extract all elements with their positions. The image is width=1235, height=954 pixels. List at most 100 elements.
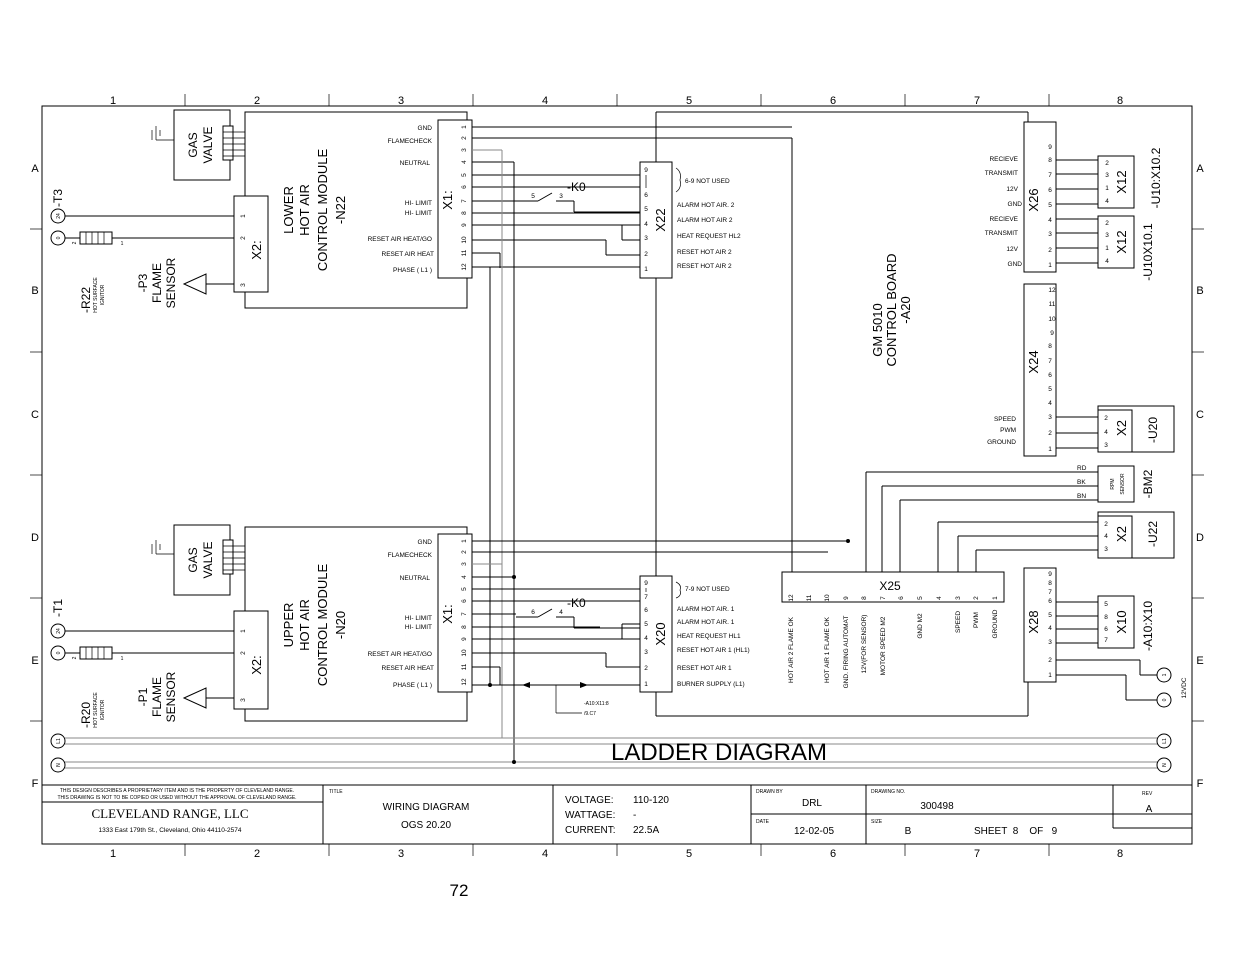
rails-l1-label: L1 bbox=[1162, 738, 1168, 744]
current-label: CURRENT: bbox=[565, 825, 616, 836]
lower-module-module-label-2-label: CONTROL MODULE bbox=[315, 149, 330, 272]
size-label: SIZE bbox=[871, 819, 883, 825]
lower-module-x1-pins-6-label: 7 bbox=[461, 199, 468, 203]
lower-module-igniter-tag-label: -R22 bbox=[79, 287, 93, 313]
u22-pins-0-label: 2 bbox=[1104, 521, 1108, 528]
x24-pins-8-label: 4 bbox=[1048, 400, 1052, 407]
column-labels-bottom: 1 2 3 4 5 6 7 8 bbox=[110, 848, 1123, 860]
x22-pins-4-label: 3 bbox=[644, 235, 648, 242]
lower-module-x1-pins-8-label: 9 bbox=[461, 223, 468, 227]
upper-module-signals-2-label: NEUTRAL bbox=[400, 575, 431, 582]
x28-pins-7-label: 2 bbox=[1048, 657, 1052, 664]
x24-signals-0-label: SPEED bbox=[994, 416, 1016, 423]
upper-hot-air-module: UPPER HOT AIR CONTROL MODULE -N20 X2: 1 … bbox=[233, 526, 473, 722]
x20-pins-5-label: 3 bbox=[644, 649, 648, 656]
upper-module-relay-tag-label: -K0 bbox=[567, 596, 586, 610]
x12-a-label-label: X12 bbox=[1114, 170, 1129, 193]
x22-pins-5-label: 2 bbox=[644, 251, 648, 258]
lower-module-transformer-pin-label: 24 bbox=[56, 213, 62, 219]
x10-supply-pins-0-label: 1 bbox=[1162, 673, 1168, 676]
col-label: 2 bbox=[254, 848, 260, 860]
bm2-wires-0-label: RD bbox=[1077, 465, 1087, 472]
upper-module-signals-3-label: HI- LIMIT bbox=[405, 615, 432, 622]
lower-module-transformer-label: -T3 bbox=[51, 189, 65, 207]
lower-module-signals-6-label: RESET AIR HEAT bbox=[382, 251, 435, 258]
bm2-sensor: RPM SENSOR -BM2 RD BK BN bbox=[865, 465, 1155, 572]
row-labels-right: A B C D E F bbox=[1196, 163, 1204, 790]
x20-pins-2-label: 6 bbox=[644, 607, 648, 614]
ground-symbol bbox=[151, 126, 174, 141]
sheet-info: SHEET 8 OF 9 bbox=[974, 826, 1058, 837]
upper-module-signals-4-label: HI- LIMIT bbox=[405, 624, 432, 631]
x24-pins-9-label: 3 bbox=[1048, 414, 1052, 421]
voltage-label: VOLTAGE: bbox=[565, 795, 614, 806]
x24-pins-4-label: 8 bbox=[1048, 343, 1052, 350]
row-labels-left: A B C D E F bbox=[31, 163, 39, 790]
upper-module-relay-pins-0-label: 6 bbox=[531, 609, 535, 616]
u20-pins-1-label: 4 bbox=[1104, 429, 1108, 436]
lower-module-relay-pins-1-label: 3 bbox=[559, 193, 563, 200]
drawing-no-label: DRAWING NO. bbox=[871, 789, 905, 795]
row-label: B bbox=[31, 285, 38, 297]
x22-not-used-label: 6-9 NOT USED bbox=[685, 178, 730, 185]
x12-b-pins-2-label: 1 bbox=[1105, 245, 1109, 252]
x24-pins-10-label: 2 bbox=[1048, 430, 1052, 437]
upper-module-ign-pins-1-label: 1 bbox=[121, 656, 124, 662]
x10-label-label: X10 bbox=[1114, 610, 1129, 633]
row-label: A bbox=[31, 163, 39, 175]
bm2-label-0-label: RPM bbox=[1110, 478, 1116, 489]
lower-module-x2-pins-0-label: 1 bbox=[240, 214, 247, 218]
x25-pins-0-label: 12 bbox=[788, 594, 795, 602]
col-label: 7 bbox=[974, 848, 980, 860]
lower-module-signals-4-label: HI- LIMIT bbox=[405, 210, 432, 217]
x24-label-label: X24 bbox=[1026, 350, 1041, 373]
x24-pins-7-label: 5 bbox=[1048, 386, 1052, 393]
lower-module-signals-0-label: GND bbox=[418, 125, 433, 132]
rails-l1-label: L1 bbox=[56, 738, 62, 744]
x25-signals-5-label: GND M2 bbox=[917, 613, 924, 639]
x22-label-label: X22 bbox=[653, 208, 668, 231]
upper-module-flame-tag-label: -P1 bbox=[136, 687, 150, 706]
x25-pins-8-label: 4 bbox=[936, 596, 943, 600]
x12-a-pins-1-label: 3 bbox=[1105, 172, 1109, 179]
x25-signals-8-label: GROUND bbox=[992, 609, 999, 638]
lower-module-x2-pins-2-label: 3 bbox=[240, 283, 247, 287]
ground-symbol bbox=[151, 540, 174, 555]
gray-wiring bbox=[472, 149, 503, 738]
upper-module-x1-pins-3-label: 4 bbox=[461, 575, 468, 579]
x22-signals-4-label: RESET HOT AIR 2 bbox=[677, 263, 732, 270]
lower-module-x1-pins-2-label: 3 bbox=[461, 148, 468, 152]
x22-pins-0-label: 9 bbox=[644, 167, 648, 174]
drawing-no-value: 300498 bbox=[920, 801, 954, 812]
upper-module-x1-pins-8-label: 9 bbox=[461, 637, 468, 641]
upper-module-x1-pins-4-label: 5 bbox=[461, 587, 468, 591]
x20-signals-1-label: ALARM HOT AIR. 1 bbox=[677, 619, 735, 626]
col-label: 7 bbox=[974, 95, 980, 107]
col-label: 8 bbox=[1117, 95, 1123, 107]
x1-label: X1: bbox=[440, 604, 455, 624]
x24-signals-2-label: GROUND bbox=[987, 439, 1016, 446]
upper-module-x2-pins-0-label: 1 bbox=[240, 629, 247, 633]
row-label: C bbox=[1196, 409, 1204, 421]
x26-signals-2-label: 12V bbox=[1006, 186, 1018, 193]
upper-gas-valve: GAS VALVE bbox=[151, 524, 245, 596]
x28-pins-0-label: 9 bbox=[1048, 571, 1052, 578]
lower-module-module-label-1-label: HOT AIR bbox=[297, 184, 312, 236]
row-label: D bbox=[31, 532, 39, 544]
u22-tag-label: -U22 bbox=[1146, 521, 1160, 547]
lower-module-module-label-3-label: -N22 bbox=[333, 196, 348, 224]
x25-signals-2-label: GND. FIRING AUTOMAT bbox=[843, 616, 850, 689]
col-label: 3 bbox=[398, 95, 404, 107]
x25-signals-3-label: 12V(FOR SENSOR) bbox=[861, 615, 868, 674]
upper-x1-signals: GND FLAMECHECK NEUTRAL HI- LIMIT HI- LIM… bbox=[368, 539, 434, 689]
lower-flame-sensor: -P3 FLAME SENSOR bbox=[136, 257, 234, 308]
upper-module-flame-label-0-label: FLAME bbox=[150, 677, 164, 717]
upper-module-igniter-label-0-label: HOT SURFACE bbox=[93, 692, 99, 728]
x20-pins-6-label: 2 bbox=[644, 665, 648, 672]
x28-connector: X28 9 8 7 6 5 4 3 2 1 bbox=[1023, 567, 1158, 701]
row-label: A bbox=[1196, 163, 1204, 175]
upper-flame-sensor: -P1 FLAME SENSOR bbox=[136, 671, 234, 722]
x25-label-label: X25 bbox=[879, 579, 901, 593]
lower-module-signals-5-label: RESET AIR HEAT/GO bbox=[368, 236, 432, 243]
bm2-wires-1-label: BK bbox=[1077, 479, 1086, 486]
